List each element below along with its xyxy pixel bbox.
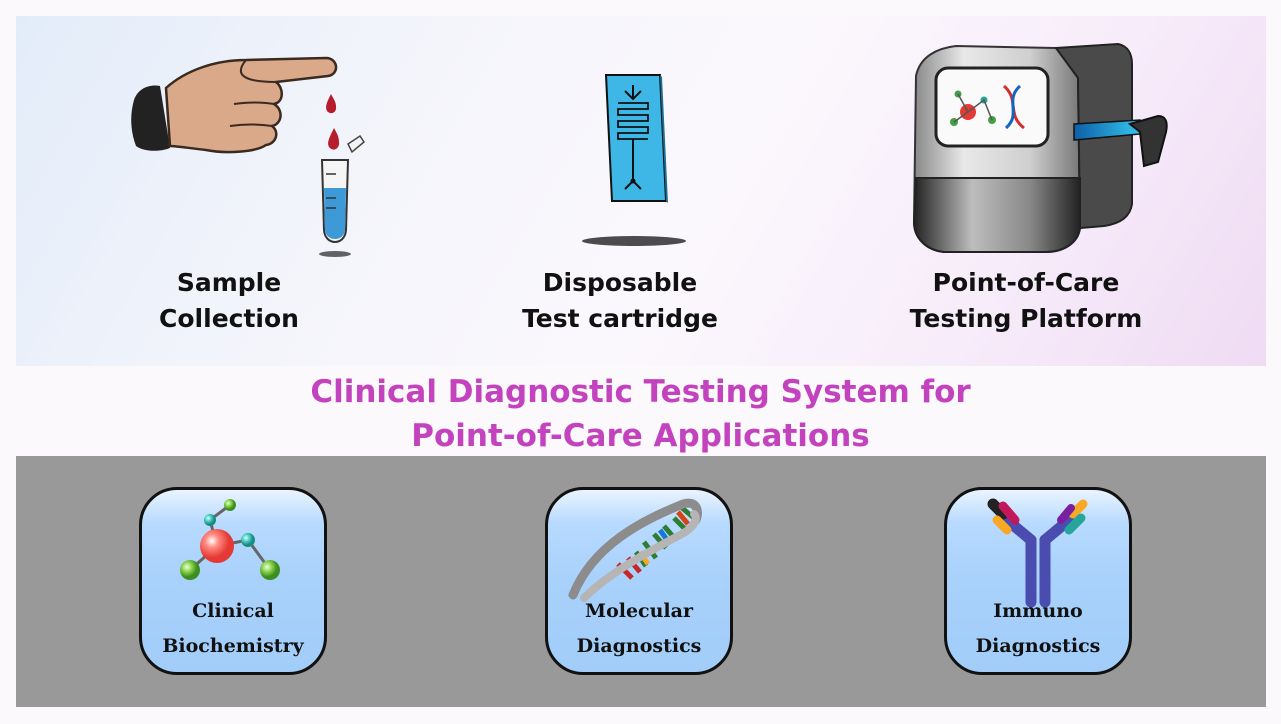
category-label: Diagnostics (975, 635, 1101, 657)
category-label: Clinical (192, 600, 274, 622)
category-card-molecular-diagnostics: Molecular Diagnostics (545, 487, 733, 675)
category-label: Immuno (993, 600, 1083, 622)
microfluidic-cartridge-icon (582, 74, 686, 246)
analyzer-device-icon (912, 42, 1168, 253)
application-categories-panel: Clinical Biochemistry Molecular Diagnost… (16, 456, 1266, 707)
finger-blood-drop-tube-icon (131, 56, 365, 257)
category-card-clinical-biochemistry: Clinical Biochemistry (139, 487, 327, 675)
category-card-immuno-diagnostics: Immuno Diagnostics (944, 487, 1132, 675)
category-label: Biochemistry (162, 635, 304, 657)
molecule-icon (180, 499, 280, 580)
category-label: Diagnostics (576, 635, 702, 657)
dna-helix-icon (568, 498, 702, 602)
antibody-icon (987, 498, 1088, 608)
diagram-title: Clinical Diagnostic Testing System for P… (310, 374, 971, 454)
category-label: Molecular (585, 600, 693, 622)
